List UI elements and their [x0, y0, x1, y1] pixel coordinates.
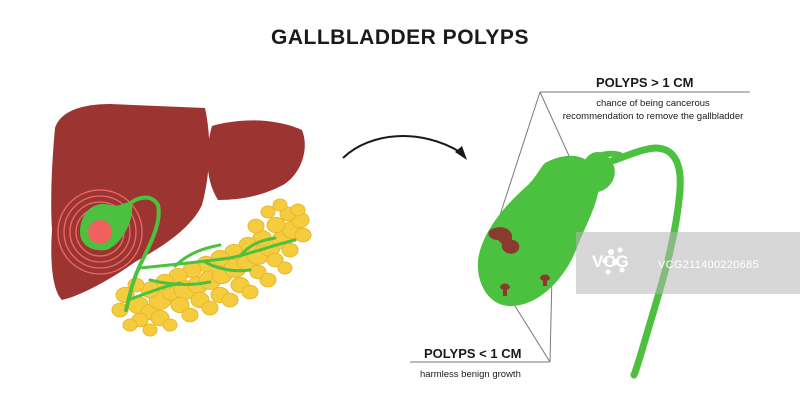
small-polyp-2 — [540, 274, 550, 286]
bile-ducts — [126, 236, 297, 302]
pancreas-lobule — [294, 227, 312, 243]
large-polyp-line1: chance of being cancerous — [596, 98, 710, 109]
watermark-id: VCG211400220685 — [658, 259, 759, 271]
pancreas-lobule — [181, 307, 199, 323]
page-title: GALLBLADDER POLYPS — [271, 26, 529, 49]
liver-right-lobe — [207, 120, 305, 200]
large-polyp-line2: recommendation to remove the gallbladder — [562, 111, 744, 122]
watermark-band — [576, 232, 800, 294]
pancreas-lobule — [259, 272, 277, 288]
pancreas-lobule — [260, 205, 276, 219]
transition-arrow — [342, 135, 467, 160]
pancreas-lobule — [247, 218, 265, 234]
large-gallbladder — [477, 144, 684, 379]
polyp-highlight — [88, 220, 112, 244]
pancreas-lobule — [142, 323, 158, 337]
pancreas-lobule — [221, 292, 239, 308]
small-polyp-1 — [500, 283, 510, 296]
small-polyp-heading: POLYPS < 1 CM — [424, 346, 522, 361]
pancreas-lobule — [162, 318, 178, 332]
pancreas-lobule — [281, 242, 299, 258]
pancreas-lobule — [170, 296, 190, 314]
pancreas-lobule — [122, 318, 138, 332]
pancreas-lobule — [201, 300, 219, 316]
small-polyp-line1: harmless benign growth — [420, 369, 521, 380]
large-polyp-heading: POLYPS > 1 CM — [596, 75, 694, 90]
small-gallbladder — [80, 195, 161, 312]
watermark-logo: VCG — [592, 252, 629, 271]
pancreas-lobule — [266, 252, 284, 268]
pancreas-lobule — [277, 261, 293, 275]
watermark-logo-icon — [602, 247, 625, 275]
large-polyp — [488, 227, 520, 254]
pancreas-lobule — [241, 284, 259, 300]
pancreas-lobule — [290, 203, 306, 217]
pancreas-lobule — [272, 198, 288, 212]
pancreas — [111, 198, 312, 337]
pancreas-lobule — [266, 216, 286, 234]
